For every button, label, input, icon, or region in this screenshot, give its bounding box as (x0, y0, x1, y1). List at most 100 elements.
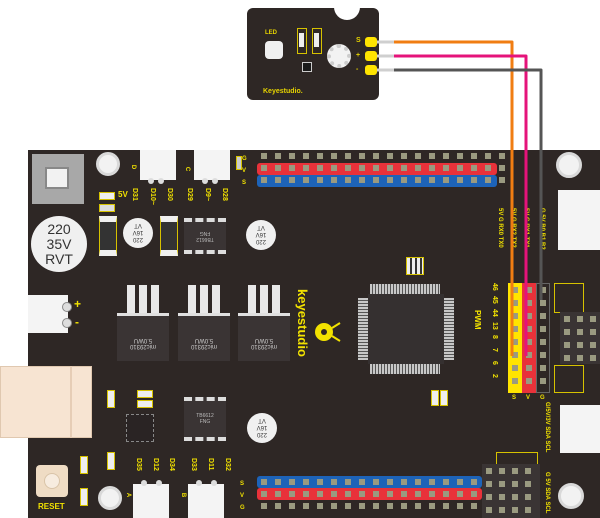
header-pin[interactable] (525, 507, 531, 513)
wire-signal[interactable] (377, 40, 514, 356)
header-pin[interactable] (512, 494, 518, 500)
header-pin[interactable] (540, 352, 546, 358)
header-pin[interactable] (499, 481, 505, 487)
header-pin[interactable] (499, 153, 505, 159)
header-pin[interactable] (275, 177, 281, 183)
header-pin[interactable] (415, 165, 421, 171)
header-pin[interactable] (331, 153, 337, 159)
header-pin[interactable] (526, 365, 532, 371)
header-pin[interactable] (275, 165, 281, 171)
header-pin[interactable] (486, 481, 492, 487)
header-pin[interactable] (540, 339, 546, 345)
header-pin[interactable] (499, 165, 505, 171)
header-pin[interactable] (317, 503, 323, 509)
header-pin[interactable] (526, 300, 532, 306)
header-pin[interactable] (471, 479, 477, 485)
module-pin-gnd[interactable] (365, 65, 377, 75)
header-pin[interactable] (275, 479, 281, 485)
header-pin[interactable] (443, 479, 449, 485)
header-pin[interactable] (317, 177, 323, 183)
header-pin[interactable] (345, 479, 351, 485)
header-pin[interactable] (526, 378, 532, 384)
header-pin[interactable] (331, 503, 337, 509)
header-pin[interactable] (564, 329, 570, 335)
header-pin[interactable] (373, 153, 379, 159)
header-pin[interactable] (512, 287, 518, 293)
module-pin-vcc[interactable] (365, 51, 377, 61)
header-pin[interactable] (457, 177, 463, 183)
header-pin[interactable] (499, 494, 505, 500)
header-pin[interactable] (590, 329, 596, 335)
header-pin[interactable] (429, 177, 435, 183)
header-pin[interactable] (415, 153, 421, 159)
header-pin[interactable] (331, 491, 337, 497)
header-pin[interactable] (331, 479, 337, 485)
header-pin[interactable] (443, 165, 449, 171)
header-pin[interactable] (540, 365, 546, 371)
header-pin[interactable] (443, 491, 449, 497)
header-pin[interactable] (373, 491, 379, 497)
header-pin[interactable] (512, 468, 518, 474)
header-pin[interactable] (471, 177, 477, 183)
header-pin[interactable] (471, 491, 477, 497)
header-pin[interactable] (275, 153, 281, 159)
header-pin[interactable] (526, 326, 532, 332)
header-pin[interactable] (345, 491, 351, 497)
header-pin[interactable] (525, 494, 531, 500)
header-pin[interactable] (317, 491, 323, 497)
header-pin[interactable] (486, 494, 492, 500)
header-pin[interactable] (387, 491, 393, 497)
header-pin[interactable] (485, 177, 491, 183)
header-pin[interactable] (317, 165, 323, 171)
header-pin[interactable] (317, 153, 323, 159)
header-pin[interactable] (457, 153, 463, 159)
header-pin[interactable] (590, 355, 596, 361)
header-pin[interactable] (261, 153, 267, 159)
header-pin[interactable] (499, 507, 505, 513)
header-pin[interactable] (289, 491, 295, 497)
header-pin[interactable] (359, 177, 365, 183)
header-pin[interactable] (387, 165, 393, 171)
header-pin[interactable] (373, 503, 379, 509)
header-pin[interactable] (540, 287, 546, 293)
header-pin[interactable] (564, 342, 570, 348)
header-pin[interactable] (457, 479, 463, 485)
header-pin[interactable] (590, 316, 596, 322)
reset-button-cap[interactable] (44, 473, 60, 489)
header-pin[interactable] (499, 177, 505, 183)
wire-vcc[interactable] (377, 54, 528, 356)
header-pin[interactable] (345, 177, 351, 183)
header-pin[interactable] (577, 329, 583, 335)
header-pin[interactable] (429, 153, 435, 159)
header-pin[interactable] (401, 491, 407, 497)
header-pin[interactable] (457, 165, 463, 171)
header-pin[interactable] (303, 165, 309, 171)
header-pin[interactable] (275, 491, 281, 497)
wire-gnd[interactable] (377, 68, 543, 300)
header-pin[interactable] (373, 479, 379, 485)
header-pin[interactable] (471, 165, 477, 171)
header-pin[interactable] (303, 479, 309, 485)
header-pin[interactable] (577, 342, 583, 348)
header-pin[interactable] (261, 503, 267, 509)
header-pin[interactable] (526, 352, 532, 358)
header-pin[interactable] (401, 177, 407, 183)
header-pin[interactable] (564, 355, 570, 361)
header-pin[interactable] (429, 165, 435, 171)
header-pin[interactable] (512, 352, 518, 358)
header-pin[interactable] (289, 479, 295, 485)
header-pin[interactable] (415, 177, 421, 183)
header-pin[interactable] (401, 153, 407, 159)
header-pin[interactable] (512, 326, 518, 332)
header-pin[interactable] (261, 479, 267, 485)
header-pin[interactable] (373, 165, 379, 171)
header-pin[interactable] (471, 153, 477, 159)
header-pin[interactable] (303, 491, 309, 497)
header-pin[interactable] (564, 316, 570, 322)
header-pin[interactable] (303, 177, 309, 183)
header-pin[interactable] (387, 177, 393, 183)
header-pin[interactable] (401, 165, 407, 171)
header-pin[interactable] (387, 153, 393, 159)
header-pin[interactable] (485, 165, 491, 171)
header-pin[interactable] (429, 503, 435, 509)
